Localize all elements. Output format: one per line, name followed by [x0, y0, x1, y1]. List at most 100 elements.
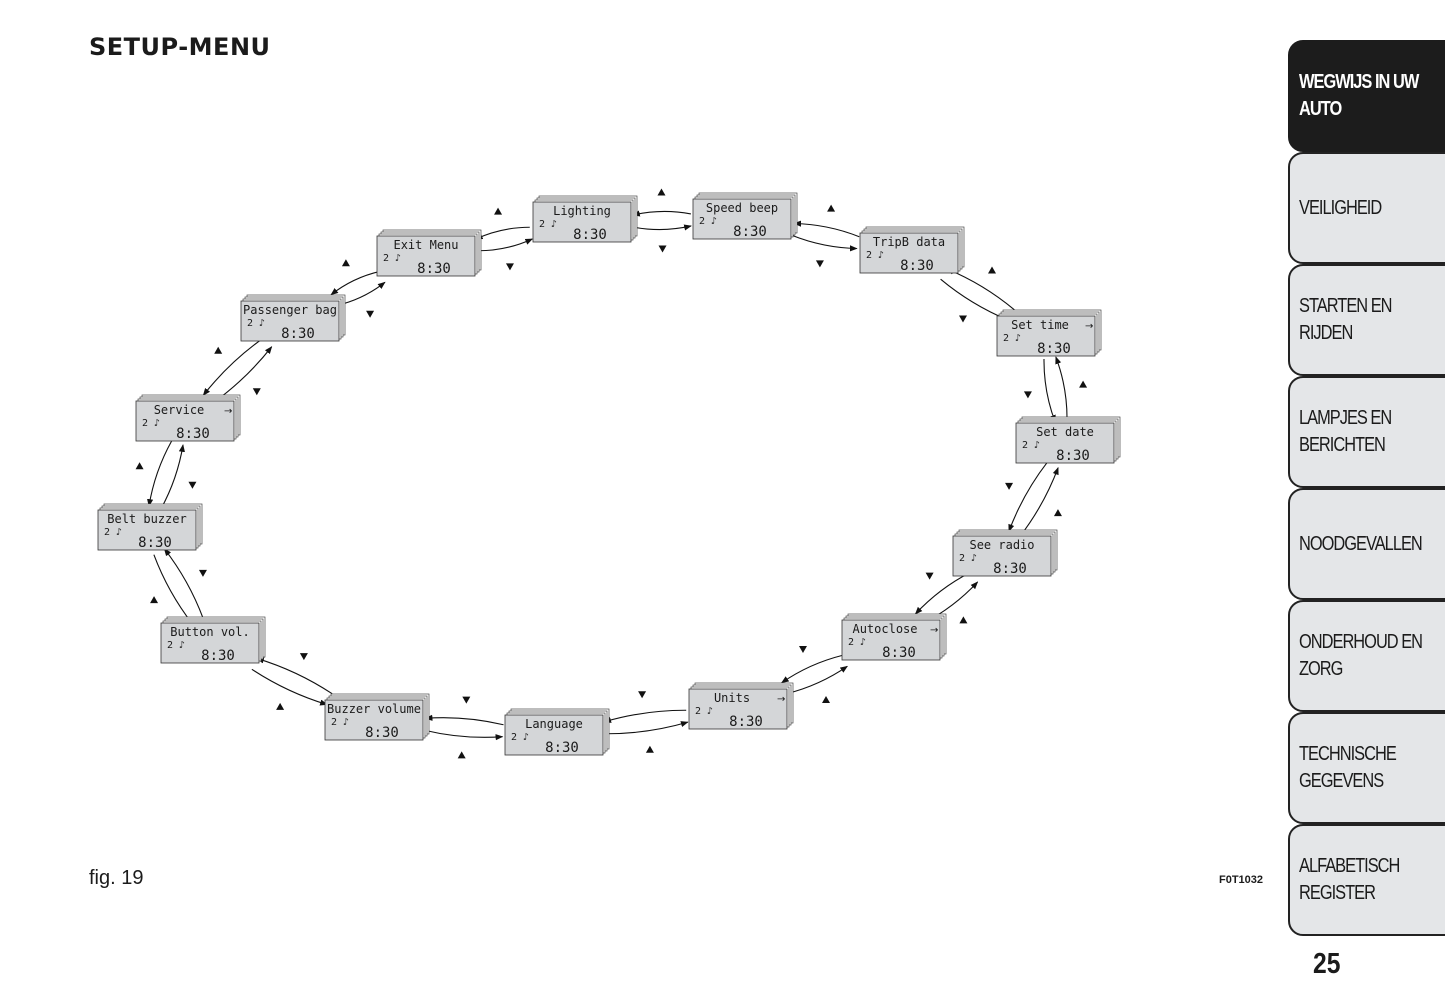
screen-face — [952, 535, 1052, 577]
screen-time: 8:30 — [365, 725, 399, 741]
flow-arrow-forward — [940, 278, 1009, 321]
menu-screen: Service→2 ♪8:30 — [135, 394, 241, 442]
tab-label: VEILIGHEID — [1299, 196, 1382, 219]
screen-face — [97, 509, 197, 551]
tab-label: ONDERHOUD EN ZORG — [1299, 631, 1423, 680]
flow-arrow-backward — [474, 226, 530, 240]
screen-label: Button vol. — [170, 625, 249, 639]
flow-arrow-backward — [1018, 466, 1059, 538]
triangle-down-icon — [252, 388, 261, 396]
menu-screen: Autoclose→2 ♪8:30 — [841, 613, 947, 661]
flow-arrow-forward — [424, 714, 504, 726]
screen-time: 8:30 — [882, 645, 916, 661]
flow-arrow-backward — [946, 268, 1015, 311]
menu-screen: Units→2 ♪8:30 — [688, 682, 794, 730]
tab-technische-gegevens[interactable]: TECHNISCHE GEGEVENS — [1288, 712, 1445, 824]
flow-arrow-backward — [1055, 356, 1068, 420]
screen-label: Lighting — [553, 204, 611, 218]
triangle-down-icon — [462, 696, 471, 704]
status-icon: 2 ♪ — [848, 637, 866, 648]
screen-time: 8:30 — [1056, 448, 1090, 464]
status-icon: 2 ♪ — [383, 253, 401, 264]
screen-face — [135, 400, 235, 442]
tab-starten-en-rijden[interactable]: STARTEN EN RIJDEN — [1288, 264, 1445, 376]
flow-arrow-backward — [605, 721, 689, 735]
menu-screen: Button vol.2 ♪ 8:30 — [160, 616, 266, 664]
status-icon: 2 ♪ — [142, 418, 160, 429]
flow-arrow-backward — [153, 554, 194, 625]
flow-arrow-backward — [793, 220, 860, 238]
arrow-right-icon: → — [1085, 321, 1093, 332]
triangle-up-icon — [276, 702, 285, 710]
flow-arrow-backward — [424, 729, 504, 741]
status-icon: 2 ♪ — [539, 219, 557, 230]
screen-label: Exit Menu — [393, 238, 458, 252]
screen-time: 8:30 — [573, 227, 607, 243]
screen-time: 8:30 — [281, 326, 315, 342]
triangle-down-icon — [815, 260, 824, 268]
triangle-up-icon — [988, 266, 997, 274]
status-icon: 2 ♪ — [104, 527, 122, 538]
screen-time: 8:30 — [733, 224, 767, 240]
arrow-right-icon: → — [930, 625, 938, 636]
screen-label: Speed beep — [706, 201, 778, 215]
screen-face — [841, 619, 941, 661]
triangle-up-icon — [494, 207, 503, 215]
triangle-up-icon — [457, 751, 466, 759]
flow-arrow-backward — [251, 668, 328, 706]
tab-label: WEGWIJS IN UW AUTO — [1299, 71, 1419, 120]
tab-noodgevallen[interactable]: NOODGEVALLEN — [1288, 488, 1445, 600]
status-icon: 2 ♪ — [167, 640, 185, 651]
triangle-down-icon — [188, 481, 197, 489]
screen-label: Language — [525, 717, 583, 731]
tab-label: STARTEN EN RIJDEN — [1299, 295, 1393, 344]
screen-label: See radio — [969, 538, 1034, 552]
screen-face — [996, 315, 1096, 357]
screen-time: 8:30 — [417, 261, 451, 277]
figure-code: F0T1032 — [1219, 874, 1264, 886]
triangle-up-icon — [657, 188, 666, 196]
tab-veiligheid[interactable]: VEILIGHEID — [1288, 152, 1445, 264]
screen-label: Belt buzzer — [107, 512, 186, 526]
screen-face — [688, 688, 788, 730]
screen-face — [692, 198, 792, 240]
triangle-up-icon — [827, 204, 836, 212]
status-icon: 2 ♪ — [959, 553, 977, 564]
triangle-down-icon — [798, 645, 807, 653]
screen-time: 8:30 — [1037, 341, 1071, 357]
screen-time: 8:30 — [201, 648, 235, 664]
tab-label: NOODGEVALLEN — [1299, 532, 1423, 555]
triangle-up-icon — [822, 696, 831, 704]
triangle-up-icon — [341, 259, 350, 267]
flow-arrow-forward — [159, 444, 185, 511]
tab-onderhoud-en-zorg[interactable]: ONDERHOUD EN ZORG — [1288, 600, 1445, 712]
tab-lampjes-en-berichten[interactable]: LAMPJES EN BERICHTEN — [1288, 376, 1445, 488]
tab-label: ALFABETISCH REGISTER — [1299, 855, 1400, 904]
flow-arrow-forward — [163, 548, 204, 619]
flow-arrow-backward — [632, 210, 691, 217]
status-icon: 2 ♪ — [247, 318, 265, 329]
arrow-right-icon: → — [777, 694, 785, 705]
screen-label: Set date — [1036, 425, 1094, 439]
tab-alfabetisch-register[interactable]: ALFABETISCH REGISTER — [1288, 824, 1445, 936]
tab-wegwijs-in-uw-auto[interactable]: WEGWIJS IN UW AUTO — [1288, 40, 1445, 152]
screen-label: Units — [714, 691, 750, 705]
status-icon: 2 ♪ — [866, 250, 884, 261]
triangle-down-icon — [958, 315, 967, 323]
screen-face — [160, 622, 260, 664]
screen-face — [376, 235, 476, 277]
triangle-down-icon — [638, 691, 647, 699]
status-icon: 2 ♪ — [695, 706, 713, 717]
triangle-down-icon — [299, 653, 308, 661]
screen-label: TripB data — [873, 235, 945, 249]
